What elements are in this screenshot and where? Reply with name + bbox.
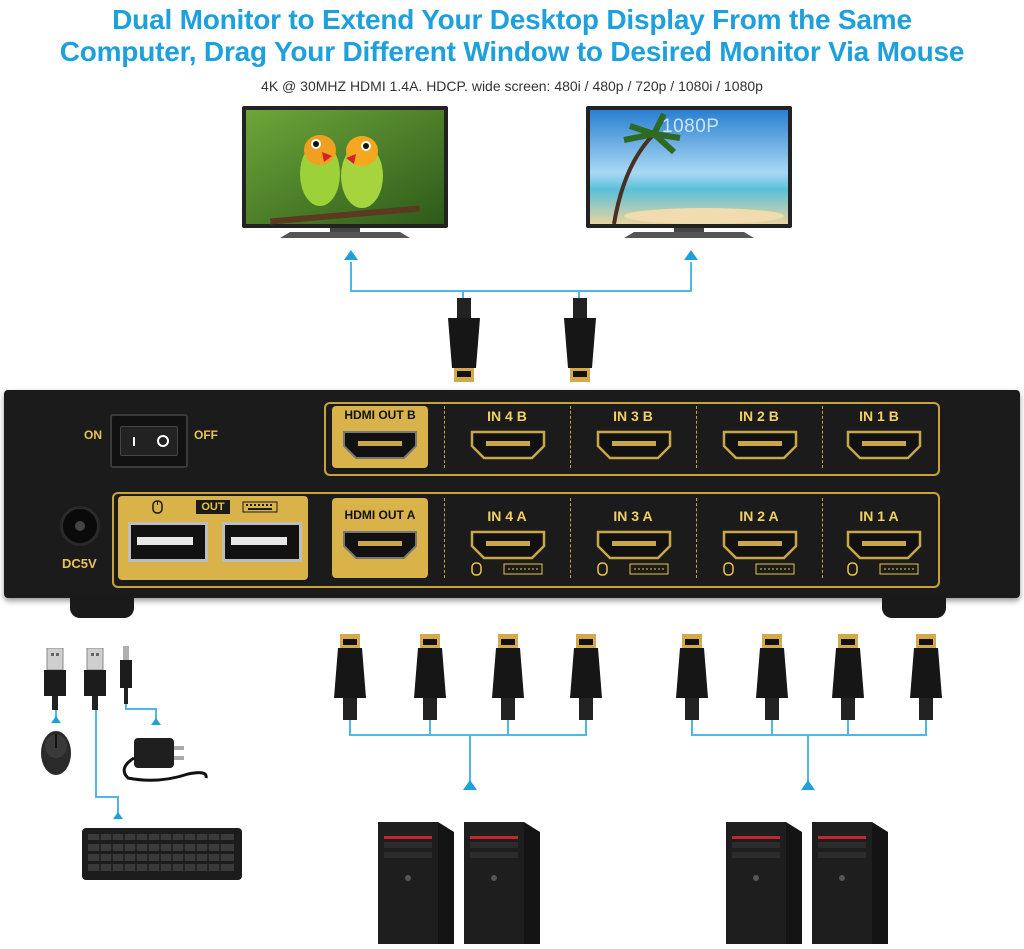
arrow-up-icon [344,250,358,260]
row-b-frame [324,402,940,476]
row-a-frame [112,492,940,588]
port-label-in4a: IN 4 A [487,508,527,524]
switch-on-label: ON [84,428,102,442]
hdmi-port-in1a[interactable] [846,530,922,560]
arrow-up-icon [801,780,815,790]
dc-plug-icon [120,646,132,704]
computer-tower-icon [464,822,540,944]
mouse-icon [41,731,71,775]
hdmi-plug-icon [570,634,602,720]
port-label-in2b: IN 2 B [739,408,779,424]
hdmi-plug-icon [334,634,366,720]
port-label-in4b: IN 4 B [487,408,527,424]
hdmi-port-in4a[interactable] [470,530,546,560]
monitor-left-icon [242,106,448,238]
computer-tower-icon [378,822,454,944]
port-label-in3a: IN 3 A [613,508,653,524]
switch-off-label: OFF [194,428,218,442]
hdmi-plug-icon [492,634,524,720]
computer-tower-icon [812,822,888,944]
mouse-keyboard-icon [847,562,919,576]
hdmi-port-in1b[interactable] [846,430,922,460]
hdmi-port-in2a[interactable] [722,530,798,560]
mouse-keyboard-icon [471,562,543,576]
hdmi-plug-icon [676,634,708,720]
keyboard-icon [242,501,278,513]
usb-out-label: OUT [196,500,230,514]
usb-port-mouse[interactable] [128,522,208,562]
arrow-up-icon [51,716,61,723]
arrow-up-icon [463,780,477,790]
mouse-keyboard-icon [597,562,669,576]
mouse-keyboard-icon [723,562,795,576]
port-label-in2a: IN 2 A [739,508,779,524]
subheadline: 4K @ 30MHZ HDMI 1.4A. HDCP. wide screen:… [261,78,763,94]
arrow-up-icon [113,812,123,819]
hdmi-plug-icon [414,634,446,720]
hdmi-port-out-b[interactable] [342,430,418,460]
power-adapter-icon [122,738,208,782]
hdmi-out-a-label: HDMI OUT A [344,508,416,522]
usb-plug-icon [44,648,66,710]
mouse-icon [152,500,163,514]
arrow-up-icon [151,718,161,725]
monitor-right-icon [586,106,792,238]
port-label-in3b: IN 3 B [613,408,653,424]
hdmi-plug-icon [832,634,864,720]
device-foot [70,594,134,618]
keyboard-icon [82,828,242,880]
hdmi-port-in4b[interactable] [470,430,546,460]
headline-line-2: Computer, Drag Your Different Window to … [59,36,965,67]
hdmi-out-b-panel: HDMI OUT B [332,406,428,468]
hdmi-port-out-a[interactable] [342,530,418,560]
port-label-in1b: IN 1 B [859,408,899,424]
computer-tower-icon [726,822,802,944]
usb-panel: OUT [118,496,308,580]
device-foot [882,594,946,618]
power-rocker-switch[interactable] [110,414,188,468]
usb-plug-icon [84,648,106,710]
hdmi-plug-icon [448,298,480,382]
hdmi-port-in2b[interactable] [722,430,798,460]
dc-power-jack[interactable] [60,506,100,546]
hdmi-plug-icon [564,298,596,382]
hdmi-port-in3b[interactable] [596,430,672,460]
headline-line-1: Dual Monitor to Extend Your Desktop Disp… [112,4,912,35]
usb-port-keyboard[interactable] [222,522,302,562]
hdmi-port-in3a[interactable] [596,530,672,560]
hdmi-out-b-label: HDMI OUT B [344,408,416,422]
port-label-in1a: IN 1 A [859,508,899,524]
hdmi-out-a-panel: HDMI OUT A [332,498,428,578]
dc5v-label: DC5V [62,556,97,571]
monitor-resolution-overlay: 1080P [662,116,720,137]
arrow-up-icon [684,250,698,260]
hdmi-plug-icon [756,634,788,720]
hdmi-plug-icon [910,634,942,720]
